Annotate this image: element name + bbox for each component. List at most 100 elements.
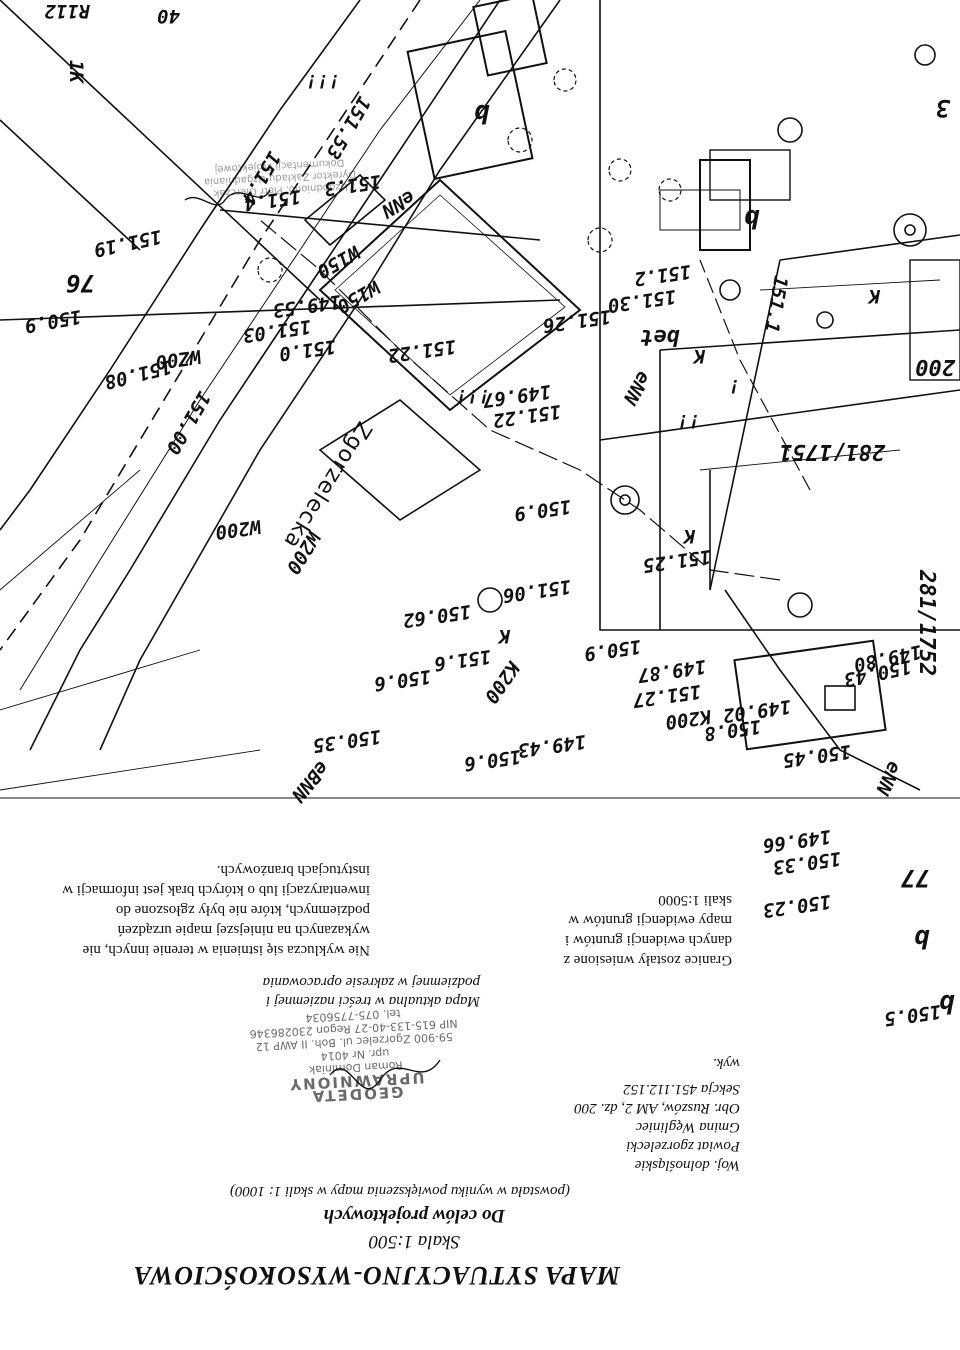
parcel-number: 200 [915, 354, 956, 379]
elevation-label: 150.9 [513, 495, 573, 525]
note-marker: !!! [306, 70, 340, 92]
elevation-label: 151.22 [386, 335, 457, 366]
utility-code: eNN [618, 368, 654, 409]
fence-line [0, 649, 201, 711]
building-outbuilding [733, 639, 887, 751]
building-marker: bet [640, 324, 680, 349]
tree-symbol [658, 178, 682, 202]
elevation-label: 151.3 [323, 170, 383, 200]
building-porch [303, 173, 387, 247]
parcel-boundary [709, 259, 781, 591]
manhole-symbol [777, 117, 803, 143]
manhole-symbol [816, 311, 834, 329]
building-main-inner [334, 194, 566, 396]
parcel-number: 3 [936, 94, 951, 122]
road-centerline [0, 0, 421, 651]
building-shed [659, 189, 741, 231]
manholes [477, 44, 936, 618]
elevation-label: 150.35 [311, 725, 382, 756]
building-marker: b [939, 988, 955, 1018]
water-line-w200 [19, 0, 481, 691]
fence-line [759, 279, 941, 291]
elevation-label: 151.53 [321, 93, 374, 163]
parcel-number: 76 [66, 269, 95, 297]
elevation-label: 151.1 [760, 274, 792, 334]
utility-marker: K [497, 625, 511, 647]
trees [257, 68, 682, 283]
elevation-label: 149.43 [516, 730, 587, 761]
fence-line [0, 469, 141, 591]
chimney [824, 685, 856, 711]
tree-symbol [587, 227, 613, 253]
fence-line [0, 749, 261, 791]
note-marker: !!! [456, 385, 490, 407]
elevation-label: 151.30 [606, 285, 677, 316]
elevation-label: 150.9 [23, 305, 83, 337]
elevation-label: 150.6 [463, 745, 523, 775]
elevation-label: 150.6 [373, 665, 433, 695]
manhole-symbol [477, 587, 503, 613]
elevation-label: 151.2 [633, 260, 693, 290]
elevation-label: 150.9 [583, 635, 643, 665]
tree-symbol [608, 158, 632, 182]
building-house-2 [472, 0, 548, 77]
manhole-core [619, 494, 631, 506]
manhole-symbol [610, 485, 640, 515]
signature-mark [329, 1059, 441, 1090]
street-name-label: Zgorzelecka [278, 417, 376, 553]
parcel-boundary [724, 589, 921, 791]
building-small [709, 149, 791, 201]
manhole-symbol [719, 279, 741, 301]
well-symbol [893, 213, 927, 247]
road-edge [99, 0, 561, 751]
parcel-boundary [659, 329, 960, 351]
parcel-boundary [0, 0, 321, 301]
building-edge [909, 259, 960, 381]
tree-symbol [507, 127, 533, 153]
utility-marker: K [867, 285, 881, 307]
elevation-label: 150.5 [883, 1000, 943, 1030]
elevation-label: 150.23 [761, 890, 832, 921]
building-house [406, 29, 534, 181]
building-marker: b [474, 98, 490, 128]
parcel-boundary [779, 234, 960, 261]
building-marker: b [914, 923, 930, 953]
parcel-numbers: 200 281/1751 281/1752 77 76 3 [66, 94, 956, 892]
parcel-boundary [219, 209, 541, 241]
elevation-label: 151.19 [92, 225, 164, 261]
fence-line [699, 449, 901, 471]
elevation-label: 151.26 [541, 305, 612, 336]
elevation-label: 149.53 [271, 290, 342, 321]
building-annex [318, 399, 482, 521]
manhole-symbol [787, 592, 813, 618]
elevation-label: 151.25 [641, 545, 712, 576]
note-marker: ! [729, 375, 740, 397]
linework [0, 0, 960, 791]
elevation-label: 151.00 [161, 388, 214, 458]
road-edge [0, 0, 361, 531]
power-line-enn [699, 259, 811, 491]
elevation-label: 150.62 [401, 600, 472, 631]
building-markers: b b b b bet K K K K !!! !!! ! !! [306, 70, 955, 1018]
utility-code: eBNN [286, 757, 333, 807]
elevation-label: 150.45 [781, 740, 852, 771]
utility-marker: K [682, 525, 696, 547]
parcel-boundary [599, 0, 960, 631]
parcel-number: 281/1752 [914, 569, 939, 676]
utility-code: eNN [871, 758, 906, 799]
building-main [318, 178, 582, 412]
parcel-number: 281/1751 [779, 439, 886, 464]
utility-code: WZ00 [154, 345, 202, 373]
misc-label: 40 [157, 5, 180, 27]
tree-symbol [553, 68, 577, 92]
power-line-enn [259, 219, 781, 581]
tree-symbol [257, 257, 283, 283]
well-symbol-core [904, 224, 916, 236]
parcel-boundary [0, 119, 141, 251]
elevation-label: 151.06 [501, 575, 572, 606]
elevation-label: 151.6 [433, 645, 493, 675]
parcel-number: 77 [901, 864, 930, 892]
